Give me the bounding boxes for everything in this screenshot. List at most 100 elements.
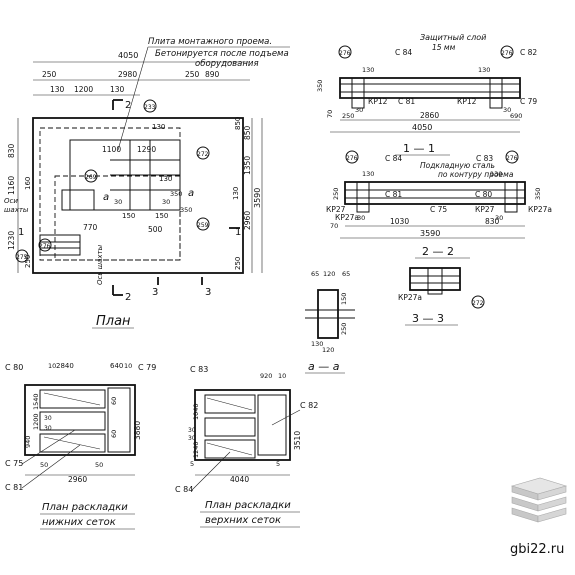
plan-title: План bbox=[96, 314, 131, 329]
svg-text:276: 276 bbox=[506, 155, 518, 162]
s22-c84: С 84 bbox=[385, 154, 402, 163]
dim-130-c: 130 bbox=[152, 123, 165, 131]
lp-dim-1200: 1200 bbox=[32, 413, 40, 430]
callout-275: 275 bbox=[15, 249, 29, 263]
dim-250-left: 250 bbox=[42, 70, 57, 79]
shaft-axis-label: Ось шахты bbox=[96, 244, 104, 285]
s22-kr27a-left: КР27а bbox=[335, 213, 359, 222]
lp-dim-60-b: 60 bbox=[110, 430, 118, 438]
lp-dim-1540: 1540 bbox=[32, 393, 40, 410]
saa-dim-120-b: 120 bbox=[322, 346, 334, 354]
dim-1230-l: 1230 bbox=[7, 231, 16, 250]
up-dim-1040: 1040 bbox=[192, 403, 200, 420]
s33-title: 3 — 3 bbox=[412, 312, 444, 325]
s11-dim-30-a: 30 bbox=[355, 106, 363, 114]
section-a-left: а bbox=[103, 192, 109, 203]
svg-text:233: 233 bbox=[144, 104, 156, 111]
s22-callout-right: 276 bbox=[505, 150, 519, 164]
lp-c79: С 79 bbox=[138, 363, 156, 372]
dim-1350-r: 1350 bbox=[243, 156, 252, 175]
up-title-2: верхних сеток bbox=[205, 515, 281, 526]
s11-top-note2: 15 мм bbox=[432, 43, 456, 52]
up-dim-5-a: 5 bbox=[190, 460, 194, 468]
s22-dim-130-a: 130 bbox=[362, 170, 374, 178]
s22-dim-1030: 1030 bbox=[390, 217, 409, 226]
up-dim-5-b: 5 bbox=[276, 460, 280, 468]
s22-dim-350: 350 bbox=[534, 188, 542, 200]
saa-title: а — а bbox=[308, 360, 340, 373]
s11-dim-30-b: 30 bbox=[503, 106, 511, 114]
s22-c80: С 80 bbox=[475, 190, 492, 199]
s22-dim-830: 830 bbox=[485, 217, 500, 226]
s11-c79: С 79 bbox=[520, 97, 537, 106]
s11-kr12-b: КР12 bbox=[457, 97, 477, 106]
up-dim-3510: 3510 bbox=[293, 431, 302, 450]
dim-30-b: 30 bbox=[162, 198, 170, 206]
up-dim-4040: 4040 bbox=[230, 475, 249, 484]
dim-130-r: 130 bbox=[232, 187, 240, 200]
svg-text:275: 275 bbox=[16, 254, 28, 261]
cut-2-top: 2 bbox=[125, 100, 131, 111]
lp-dim-2960: 2960 bbox=[68, 475, 87, 484]
s22-dim-30-a: 30 bbox=[357, 214, 365, 222]
dim-1290: 1290 bbox=[137, 145, 156, 154]
upper-mesh-plan: С 83 920 10 С 82 1040 1240 3510 30 30 5 … bbox=[175, 365, 318, 528]
watermark-text: gbi22.ru bbox=[510, 542, 564, 557]
dim-1200: 1200 bbox=[74, 85, 93, 94]
s22-dim-250: 250 bbox=[332, 188, 340, 200]
s22-kr27a-right: КР27а bbox=[528, 205, 552, 214]
section-a-right: а bbox=[188, 188, 194, 199]
up-c84: С 84 bbox=[175, 485, 193, 494]
callout-272: 272 bbox=[196, 146, 210, 160]
note-line-1: Плита монтажного проема. bbox=[148, 37, 272, 47]
s22-top-note2: по контуру проема bbox=[438, 170, 514, 179]
s22-title: 2 — 2 bbox=[422, 245, 454, 258]
s22-dim-30-b: 30 bbox=[495, 214, 503, 222]
dim-2960-r: 2960 bbox=[243, 211, 252, 230]
svg-text:276: 276 bbox=[339, 50, 351, 57]
saa-dim-250-a: 250 bbox=[340, 323, 348, 335]
s11-dim-70: 70 bbox=[326, 110, 334, 118]
lp-dim-50-b: 50 bbox=[95, 461, 103, 469]
dim-4050: 4050 bbox=[118, 51, 138, 60]
cut-1-left: 1 bbox=[18, 227, 24, 238]
svg-text:269: 269 bbox=[85, 174, 97, 181]
axes-label: Оси bbox=[4, 197, 18, 205]
lp-dim-3880: 3880 bbox=[133, 421, 142, 440]
dim-250-l: 250 bbox=[24, 255, 32, 268]
dim-250-r: 250 bbox=[234, 257, 242, 270]
dim-830-l: 830 bbox=[7, 143, 16, 158]
s11-dim-350: 350 bbox=[316, 80, 324, 92]
dim-850-r: 850 bbox=[243, 125, 252, 140]
lp-dim-940: 940 bbox=[24, 436, 32, 448]
lp-dim-50-a: 50 bbox=[40, 461, 48, 469]
cut-3-left: 3 bbox=[152, 287, 158, 298]
s22-kr27-right: КР27 bbox=[475, 205, 495, 214]
svg-text:276: 276 bbox=[501, 50, 513, 57]
dim-130-d: 130 bbox=[159, 175, 172, 183]
lower-mesh-plan: С 80 С 79 2840 10 640 10 940 1200 1540 3… bbox=[5, 362, 156, 530]
note-line-3: оборудования bbox=[195, 59, 259, 69]
dim-130-b: 130 bbox=[110, 85, 125, 94]
saa-dim-130: 130 bbox=[311, 340, 323, 348]
up-dim-1240: 1240 bbox=[192, 441, 200, 458]
up-c82: С 82 bbox=[300, 401, 318, 410]
s22-dim-70: 70 bbox=[330, 222, 338, 230]
s22-c75: С 75 bbox=[430, 205, 447, 214]
s22-kr27-left: КР27 bbox=[326, 205, 346, 214]
s22-callout-left: 276 bbox=[345, 150, 359, 164]
section-1-1: Защитный слой 15 мм С 84 С 82 276 276 КР… bbox=[316, 33, 537, 156]
lp-title-1: План раскладки bbox=[42, 502, 128, 513]
s11-title: 1 — 1 bbox=[403, 142, 435, 155]
lp-c80: С 80 bbox=[5, 363, 23, 372]
s22-dim-3590: 3590 bbox=[420, 229, 440, 238]
dim-150-b: 150 bbox=[155, 212, 168, 220]
dim-1160-l: 1160 bbox=[7, 176, 16, 195]
s11-dim-250: 250 bbox=[342, 112, 354, 120]
dim-850-r2: 850 bbox=[234, 117, 242, 130]
cut-3-right: 3 bbox=[205, 287, 211, 298]
s11-callout-right: 276 bbox=[500, 45, 514, 59]
up-dim-920: 920 bbox=[260, 372, 272, 380]
note-line-2: Бетонируется после подъема bbox=[155, 49, 289, 59]
cut-1-right: 1 bbox=[235, 227, 241, 238]
